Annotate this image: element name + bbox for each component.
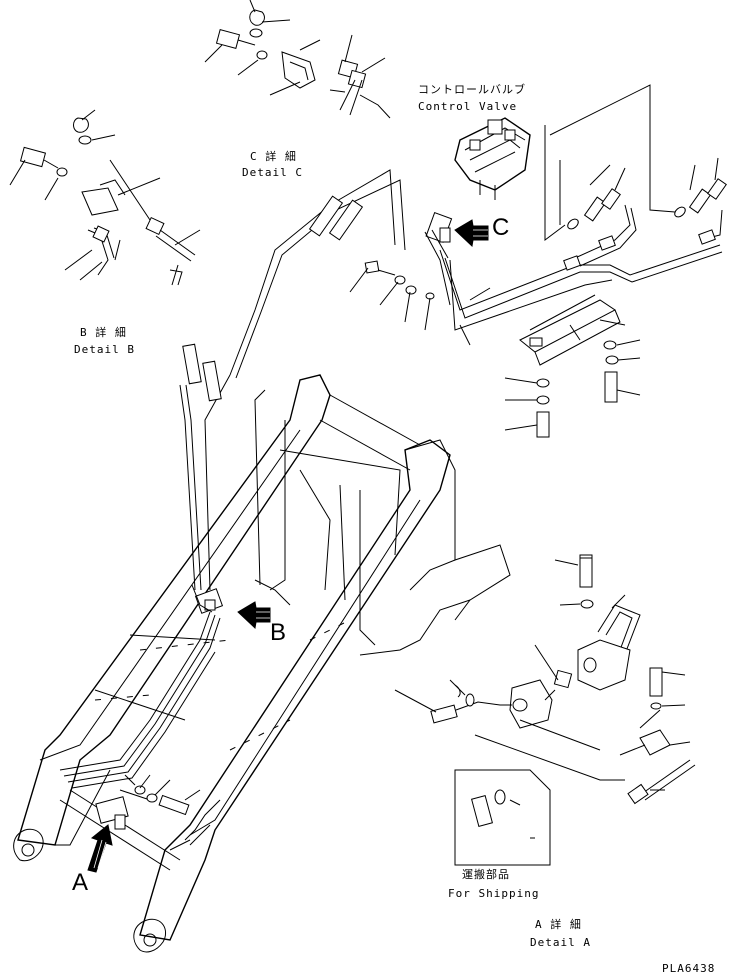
drawing-code: PLA6438 bbox=[662, 962, 715, 975]
arrow-b-label: B bbox=[270, 619, 286, 646]
detail-a-label-en: Detail A bbox=[530, 936, 591, 949]
detail-c-clamp bbox=[349, 212, 491, 346]
arrow-a-icon bbox=[87, 824, 113, 873]
detail-a-label-jp: A 詳 細 bbox=[535, 917, 582, 931]
detail-a-clamp bbox=[95, 774, 221, 851]
detail-b-clamp bbox=[191, 584, 224, 614]
valve-connectors bbox=[544, 84, 727, 241]
detail-b-label-jp: B 詳 細 bbox=[80, 325, 127, 339]
arrow-b-icon bbox=[237, 601, 271, 630]
control-valve-label-en: Control Valve bbox=[418, 100, 517, 113]
support-plate bbox=[504, 294, 641, 438]
detail-a-parts bbox=[394, 554, 696, 805]
control-valve bbox=[454, 117, 531, 200]
shipping-box bbox=[454, 769, 551, 866]
detail-c-label-en: Detail C bbox=[242, 166, 303, 179]
shipping-label-en: For Shipping bbox=[448, 887, 539, 900]
hose-fittings bbox=[182, 195, 716, 402]
arrow-a-label: A bbox=[72, 869, 88, 896]
detail-b-label-en: Detail B bbox=[74, 343, 135, 356]
detail-c-label-jp: C 詳 細 bbox=[250, 149, 297, 163]
boom-frame bbox=[13, 374, 511, 953]
detail-c-parts bbox=[204, 0, 391, 119]
control-valve-label-jp: コントロールバルブ bbox=[418, 82, 526, 96]
arrow-c-label: C bbox=[492, 214, 509, 241]
hydraulic-lines bbox=[59, 169, 723, 789]
shipping-label-jp: 運搬部品 bbox=[462, 867, 510, 881]
arrow-c-icon bbox=[454, 219, 489, 248]
detail-b-parts bbox=[9, 109, 201, 286]
